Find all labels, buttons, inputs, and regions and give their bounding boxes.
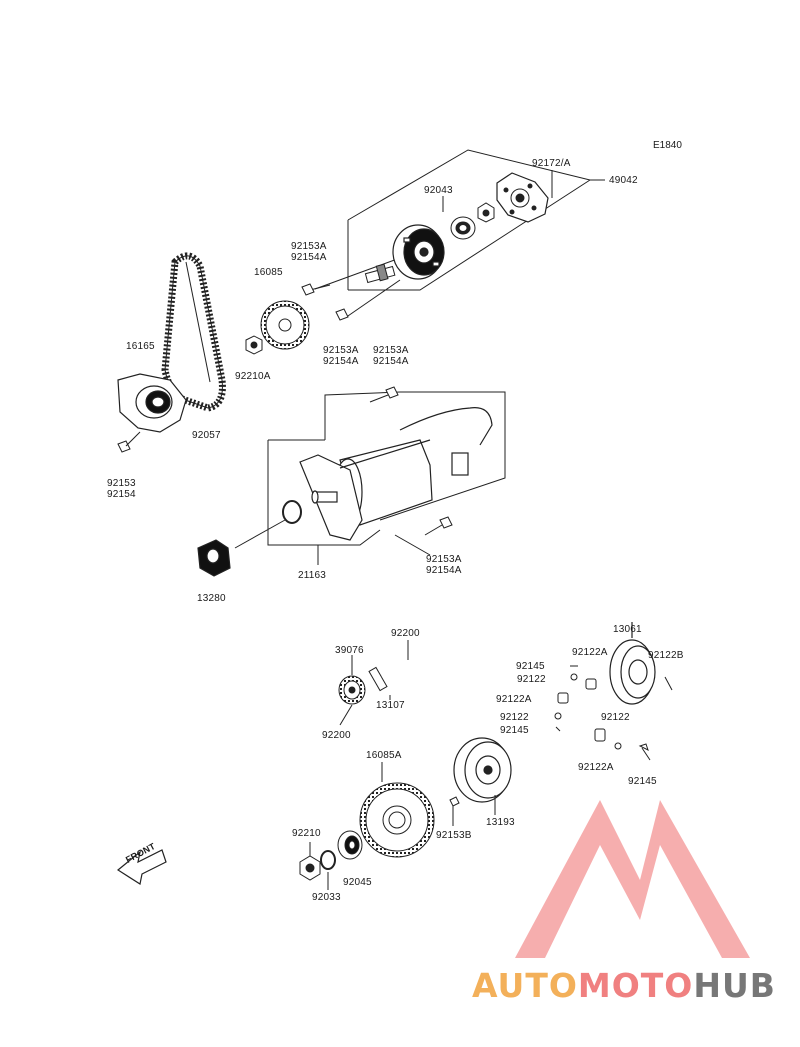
part-label[interactable]: 13061 <box>613 624 642 635</box>
clutch-shaft-icon <box>364 263 396 284</box>
gear-icon <box>197 539 231 577</box>
bolt-icon <box>117 431 141 453</box>
part-label[interactable]: 92122 <box>517 674 546 685</box>
part-label[interactable]: 92122 <box>500 712 529 723</box>
part-label[interactable]: 92153 92154 <box>107 478 136 500</box>
rollers-icon <box>554 665 651 761</box>
watermark-brand: AUTOMOTOHUB <box>472 966 776 1005</box>
chain-cover-icon <box>117 373 187 433</box>
clutch-plate-icon <box>496 172 549 223</box>
clutch-housing-icon <box>392 224 445 280</box>
part-label[interactable]: 92122B <box>648 650 684 661</box>
part-label[interactable]: 92153A 92154A <box>323 345 359 367</box>
part-label[interactable]: 92210A <box>235 371 271 382</box>
o-ring-icon <box>282 500 302 524</box>
part-label[interactable]: 13107 <box>376 700 405 711</box>
part-label[interactable]: 92122A <box>496 694 532 705</box>
brand-part-hub: HUB <box>693 966 776 1005</box>
part-label[interactable]: 92145 <box>628 776 657 787</box>
bearing-icon <box>337 830 363 860</box>
part-label[interactable]: 92210 <box>292 828 321 839</box>
one-way-clutch-icon <box>453 737 512 803</box>
idler-gear-icon <box>338 675 366 705</box>
part-label[interactable]: 13193 <box>486 817 515 828</box>
brand-part-auto: AUTO <box>472 966 578 1005</box>
brand-part-moto: MOTO <box>577 966 694 1005</box>
part-label[interactable]: 39076 <box>335 645 364 656</box>
front-arrow-icon <box>116 849 167 885</box>
bolt-icon <box>424 516 453 536</box>
part-label[interactable]: 92200 <box>391 628 420 639</box>
part-label[interactable]: 49042 <box>609 175 638 186</box>
roller-bearing-icon <box>450 216 476 240</box>
part-label[interactable]: 92153A 92154A <box>426 554 462 576</box>
bolt-icon <box>301 283 331 296</box>
starter-gear-icon <box>359 782 435 858</box>
part-label[interactable]: 16085 <box>254 267 283 278</box>
part-label[interactable]: 92145 <box>500 725 529 736</box>
part-label[interactable]: 92153A 92154A <box>373 345 409 367</box>
part-label[interactable]: 92153B <box>436 830 472 841</box>
bolt-icon <box>369 386 399 403</box>
part-label[interactable]: 92033 <box>312 892 341 903</box>
part-label[interactable]: 92122 <box>601 712 630 723</box>
part-label[interactable]: 92153A 92154A <box>291 241 327 263</box>
part-label[interactable]: 92145 <box>516 661 545 672</box>
part-label[interactable]: 92045 <box>343 877 372 888</box>
nut-icon <box>245 335 263 355</box>
part-label[interactable]: 92122A <box>578 762 614 773</box>
part-label[interactable]: 92043 <box>424 185 453 196</box>
part-label[interactable]: 92122A <box>572 647 608 658</box>
shaft-icon <box>368 666 388 692</box>
part-label[interactable]: 16085A <box>366 750 402 761</box>
starter-motor-group <box>234 391 506 565</box>
part-label[interactable]: 92200 <box>322 730 351 741</box>
hex-nut-icon <box>477 202 495 223</box>
clutch-disc-icon <box>609 622 656 705</box>
bolt-icon <box>335 308 349 321</box>
part-label[interactable]: 92057 <box>192 430 221 441</box>
nut-icon <box>299 855 321 881</box>
watermark-logo-icon <box>515 800 750 958</box>
washer-icon <box>320 850 336 870</box>
diagram-code: E1840 <box>653 140 682 151</box>
part-label[interactable]: 92172/A <box>532 158 571 169</box>
part-label[interactable]: 13280 <box>197 593 226 604</box>
sprocket-icon <box>260 300 310 350</box>
bolt-icon <box>449 796 460 826</box>
starter-motor-icon <box>299 407 493 541</box>
part-label[interactable]: 21163 <box>298 570 327 581</box>
part-label[interactable]: 16165 <box>126 341 155 352</box>
